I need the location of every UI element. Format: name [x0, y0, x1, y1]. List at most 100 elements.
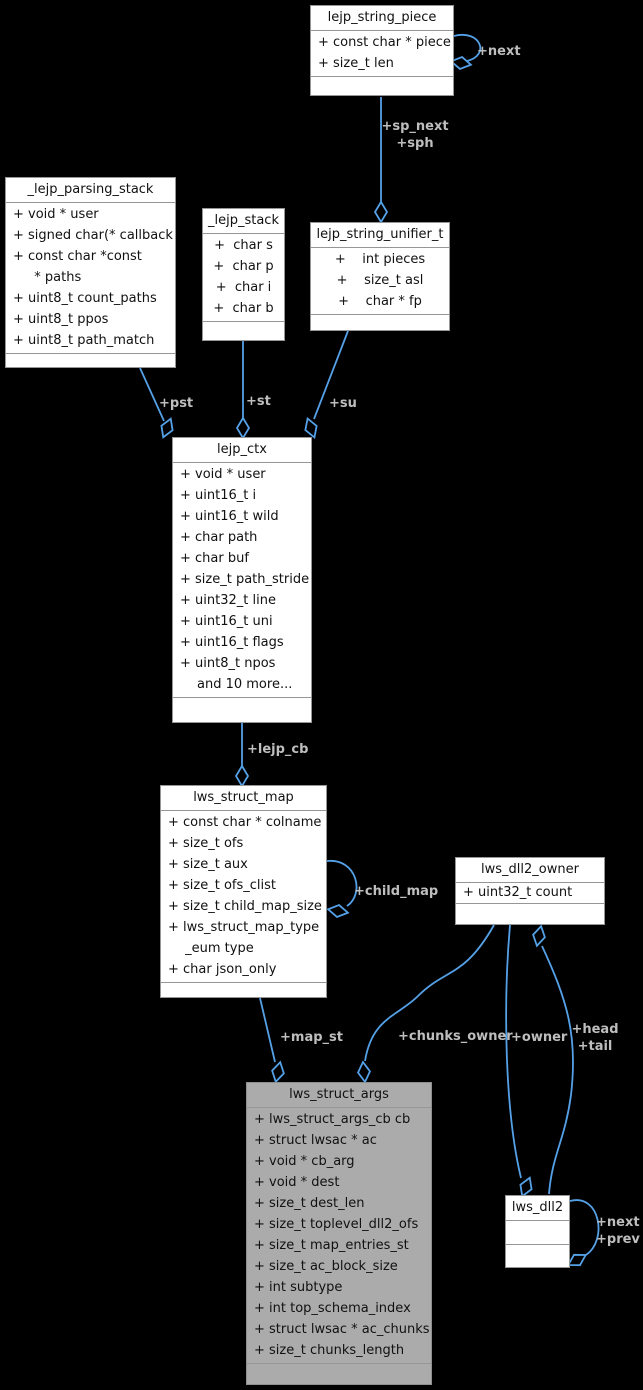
- class-field: + int subtype: [254, 1280, 343, 1295]
- class-field: + char buf: [180, 551, 249, 566]
- class-empty-compartment: [203, 321, 284, 342]
- class-field: + int top_schema_index: [254, 1301, 411, 1316]
- edge-label-chunks-owner: +chunks_owner: [398, 1029, 513, 1044]
- class-field: + int pieces: [334, 252, 426, 267]
- class-title: lws_struct_args: [247, 1083, 431, 1108]
- class-field: + struct lwsac * ac_chunks: [254, 1322, 430, 1337]
- class-field: + uint16_t wild: [180, 509, 279, 524]
- class-fields: + int pieces + size_t asl + char * fp: [311, 248, 449, 314]
- class-field: + void * user: [180, 467, 266, 482]
- class-field: + const char *const * paths: [13, 249, 142, 285]
- class-field: + lws_struct_map_type _eum type: [168, 920, 320, 956]
- edge-label-next-prev: +next +prev: [596, 1214, 640, 1248]
- class-empty-compartment: [311, 314, 449, 335]
- edge-head-tail: [541, 945, 574, 1195]
- class-empty-compartment: [161, 982, 326, 1003]
- aggregation-diamond: [532, 924, 546, 948]
- class-field: + size_t chunks_length: [254, 1343, 405, 1358]
- edge-label-pst: +pst: [159, 396, 194, 411]
- class-title: _lejp_stack: [203, 209, 284, 234]
- aggregation-diamond: [373, 200, 389, 224]
- class-field: + size_t map_entries_st: [254, 1238, 409, 1253]
- edge-label-owner: +owner: [511, 1030, 568, 1045]
- class-title: lejp_string_unifier_t: [311, 223, 449, 248]
- class-box-lws-dll2[interactable]: lws_dll2: [505, 1195, 570, 1268]
- class-field: + void * cb_arg: [254, 1154, 355, 1169]
- class-field: + size_t len: [318, 56, 394, 71]
- aggregation-diamond: [234, 764, 250, 788]
- class-field: + const char * piece: [318, 35, 451, 50]
- class-field: + uint32_t count: [463, 885, 573, 900]
- class-field: + uint16_t flags: [180, 635, 284, 650]
- edge-label-line: +prev: [596, 1232, 640, 1247]
- class-title: lws_struct_map: [161, 786, 326, 811]
- class-empty-compartment: [247, 1363, 431, 1384]
- class-fields: + uint32_t count: [456, 883, 604, 903]
- class-empty-compartment: [456, 903, 604, 924]
- edge-label-child-map: +child_map: [354, 884, 439, 899]
- aggregation-diamond: [271, 1060, 285, 1084]
- aggregation-diamond: [304, 416, 318, 440]
- class-box-lejp-ctx[interactable]: lejp_ctx + void * user + uint16_t i + ui…: [172, 437, 312, 723]
- class-field: + uint8_t npos: [180, 656, 276, 671]
- edge-label-line: +tail: [577, 1039, 613, 1054]
- class-fields: + const char * piece + size_t len: [311, 31, 453, 76]
- edge-label-line: +head: [571, 1022, 619, 1037]
- class-field: + size_t toplevel_dll2_ofs: [254, 1217, 419, 1232]
- class-field: + char path: [180, 530, 258, 545]
- class-empty-compartment: [173, 697, 311, 722]
- class-empty-compartment: [311, 76, 453, 97]
- edge-label-st: +st: [246, 394, 271, 409]
- class-field: + const char * colname: [168, 815, 322, 830]
- aggregation-diamond: [160, 417, 174, 439]
- class-fields: + lws_struct_args_cb cb + struct lwsac *…: [247, 1108, 431, 1363]
- class-field: + size_t ac_block_size: [254, 1259, 398, 1274]
- class-box-lejp-string-unifier-t[interactable]: lejp_string_unifier_t + int pieces + siz…: [310, 222, 450, 331]
- edge-su: [313, 330, 349, 420]
- class-field: + size_t asl: [336, 273, 424, 288]
- class-title: lws_dll2_owner: [456, 858, 604, 883]
- edge-label-head-tail: +head +tail: [571, 1021, 619, 1055]
- edge-label-next: +next: [477, 44, 521, 59]
- class-box-lws-struct-map[interactable]: lws_struct_map + const char * colname + …: [160, 785, 327, 998]
- class-box-lejp-string-piece[interactable]: lejp_string_piece + const char * piece +…: [310, 5, 454, 96]
- class-box-lejp-parsing-stack[interactable]: _lejp_parsing_stack + void * user + sign…: [5, 177, 176, 368]
- class-field: + size_t dest_len: [254, 1196, 365, 1211]
- edge-label-sp-next-sph: +sp_next +sph: [380, 118, 450, 152]
- class-field: + struct lwsac * ac: [254, 1133, 377, 1148]
- edge-chunks-owner: [364, 924, 495, 1062]
- aggregation-diamond: [235, 416, 251, 440]
- class-field: + char p: [213, 259, 274, 274]
- class-field: + uint8_t count_paths: [13, 291, 157, 306]
- class-field: + size_t path_stride: [180, 572, 310, 587]
- class-field: + lws_struct_args_cb cb: [254, 1112, 411, 1127]
- aggregation-diamond: [356, 1060, 372, 1084]
- class-field: + char b: [213, 301, 274, 316]
- edge-label-line: +next: [596, 1215, 640, 1230]
- class-box-lejp-stack[interactable]: _lejp_stack + char s + char p + char i +…: [202, 208, 285, 341]
- class-field: + size_t ofs: [168, 836, 244, 851]
- edge-pst: [139, 367, 165, 422]
- class-box-lws-dll2-owner[interactable]: lws_dll2_owner + uint32_t count: [455, 857, 605, 925]
- edge-label-lejp-cb: +lejp_cb: [247, 742, 309, 757]
- edge-piece-next: [453, 33, 481, 62]
- class-title: lejp_ctx: [173, 438, 311, 463]
- class-box-lws-struct-args[interactable]: lws_struct_args + lws_struct_args_cb cb …: [246, 1082, 432, 1385]
- aggregation-diamond: [326, 904, 350, 918]
- class-empty-compartment: [506, 1243, 569, 1268]
- class-title: lws_dll2: [506, 1196, 569, 1221]
- edge-label-line: +sph: [396, 136, 434, 151]
- class-field: + void * user: [13, 207, 99, 222]
- class-field: + char i: [215, 280, 272, 295]
- class-field: + uint32_t line: [180, 593, 276, 608]
- class-fields: + char s + char p + char i + char b: [203, 234, 284, 321]
- class-field: + size_t aux: [168, 857, 248, 872]
- class-fields: + void * user + uint16_t i + uint16_t wi…: [173, 463, 311, 697]
- edge-owner: [505, 924, 522, 1179]
- class-field: + uint16_t i: [180, 488, 257, 503]
- edge-map-st: [259, 997, 276, 1063]
- edge-label-su: +su: [329, 396, 357, 411]
- edge-dll2-next-prev: [569, 1199, 600, 1256]
- edge-label-line: +sp_next: [381, 119, 449, 134]
